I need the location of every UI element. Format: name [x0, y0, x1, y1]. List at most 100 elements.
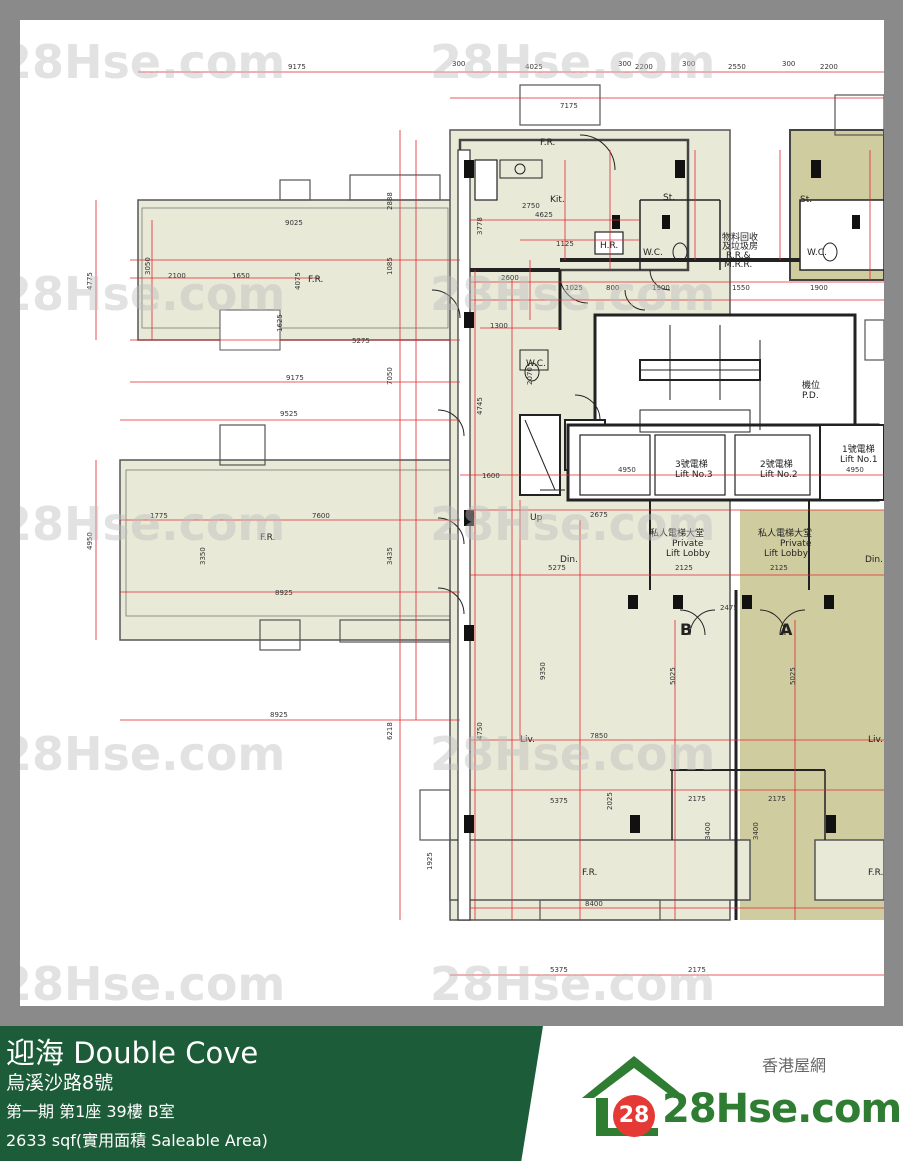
refuse-room-label-cn2: 及垃圾房	[722, 240, 758, 252]
dim-label: 300	[682, 60, 695, 68]
dim-label: 1775	[150, 512, 168, 520]
dim-label: 2175	[688, 795, 706, 803]
saleable-area: 2633 sqf(實用面積 Saleable Area)	[6, 1131, 268, 1150]
dim-label: 4775	[86, 272, 94, 290]
floor-fills	[119, 129, 884, 921]
watermark-text: 28Hse.com	[20, 497, 285, 551]
dim-label: 3350	[199, 547, 207, 565]
structural-columns	[464, 160, 860, 833]
dim-label: 2100	[168, 272, 186, 280]
listing-info-panel: 迎海 Double Cove 烏溪沙路8號 第一期 第1座 39樓 B室 263…	[0, 1026, 543, 1161]
dim-label: 1600	[482, 472, 500, 480]
dim-label: 4950	[846, 466, 864, 474]
estate-address: 烏溪沙路8號	[6, 1072, 114, 1094]
dim-label: 7050	[386, 367, 394, 385]
dim-label: 3400	[704, 822, 712, 840]
lift2-label-en: Lift No.2	[760, 470, 798, 480]
dim-label: 800	[606, 284, 619, 292]
dim-label: 2750	[522, 202, 540, 210]
dim-label: 9525	[280, 410, 298, 418]
wc-left-label: W.C.	[643, 248, 663, 258]
watermark-text: 28Hse.com	[430, 267, 715, 321]
dim-label: 9175	[288, 63, 306, 71]
dim-label: 7850	[590, 732, 608, 740]
fr-bottom-label: F.R.	[582, 868, 597, 878]
dim-label: 9175	[286, 374, 304, 382]
lift-lobby-b-cn: 私人電梯大堂	[650, 527, 704, 539]
door-swings	[431, 134, 806, 636]
dim-label: 2070	[526, 367, 534, 385]
dim-label: 3778	[476, 217, 484, 235]
dim-label: 1085	[386, 257, 394, 275]
unit-info: 第一期 第1座 39樓 B室	[6, 1102, 175, 1121]
dim-label: 300	[782, 60, 795, 68]
estate-name: 迎海 Double Cove	[6, 1036, 259, 1070]
dim-label: 2675	[590, 511, 608, 519]
logo-badge: 28	[613, 1095, 655, 1137]
dim-label: 4025	[525, 63, 543, 71]
pipe-duct-label-en: P.D.	[802, 391, 819, 401]
dim-label: 1900	[652, 284, 670, 292]
watermark-text: 28Hse.com	[430, 727, 715, 781]
dim-label: 4750	[476, 722, 484, 740]
listing-footer: 迎海 Double Cove 烏溪沙路8號 第一期 第1座 39樓 B室 263…	[0, 1026, 903, 1161]
dim-label: 8925	[270, 711, 288, 719]
dim-label: 3400	[752, 822, 760, 840]
lift2-label-cn: 2號電梯	[760, 458, 793, 470]
watermarks: 28Hse.com 28Hse.com 28Hse.com 28Hse.com …	[20, 35, 715, 1006]
fixtures	[499, 159, 838, 491]
dim-label: 5375	[550, 797, 568, 805]
lift-lobby-a-cn: 私人電梯大堂	[758, 527, 812, 539]
dim-label: 1025	[565, 284, 583, 292]
wc-lower-label: W.C.	[526, 359, 546, 369]
walls	[457, 149, 884, 921]
dim-label: 9350	[539, 662, 547, 680]
dim-label: 7600	[312, 512, 330, 520]
dim-label: 1300	[490, 322, 508, 330]
dim-label: 2550	[728, 63, 746, 71]
living-left-label: Liv.	[520, 735, 535, 745]
dim-label: 2125	[675, 564, 693, 572]
dim-label: 5025	[789, 667, 797, 685]
lift1-label-cn: 1號電梯	[842, 443, 875, 455]
living-right-label: Liv.	[868, 735, 883, 745]
dimension-lines	[95, 71, 884, 976]
lift3-label-en: Lift No.3	[675, 470, 713, 480]
lift-lobby-a-en1: Private	[780, 539, 812, 549]
lift-lobby-b-en2: Lift Lobby	[666, 549, 711, 559]
floor-plan-drawing: F.R. F.R. F.R. F.R. F.R. Kit. St. St. W.…	[20, 35, 884, 1006]
dim-label: 2175	[768, 795, 786, 803]
lift1-label-en: Lift No.1	[840, 455, 878, 465]
dimension-labels: 9175 300 4025 300 2200 300 2550 300 2200…	[86, 60, 864, 974]
lift-lobby-b-en1: Private	[672, 539, 704, 549]
dim-label: 300	[452, 60, 465, 68]
dim-label: 4950	[86, 532, 94, 550]
flat-b-letter: B	[680, 620, 692, 639]
dim-label: 8925	[275, 589, 293, 597]
refuse-room-label-en: R.R.&	[726, 251, 751, 261]
watermark-text: 28Hse.com	[20, 727, 285, 781]
dim-label: 2175	[688, 966, 706, 974]
kitchen-label: Kit.	[550, 195, 565, 205]
dim-label: 5275	[548, 564, 566, 572]
lift-lobby-a-en2: Lift Lobby	[764, 549, 809, 559]
watermark-text: 28Hse.com	[430, 497, 715, 551]
dim-label: 4950	[618, 466, 636, 474]
balconies-outline	[219, 84, 884, 921]
dim-label: 4075	[294, 272, 302, 290]
fr-mid-label: F.R.	[260, 533, 275, 543]
dim-label: 1925	[426, 852, 434, 870]
logo-text: 28Hse.com	[662, 1086, 902, 1132]
flat-a-letter: A	[780, 620, 793, 639]
hose-reel-label: H.R.	[600, 241, 618, 251]
dim-label: 1125	[556, 240, 574, 248]
dim-label: 300	[618, 60, 631, 68]
dim-label: 2025	[606, 792, 614, 810]
dim-label: 5025	[669, 667, 677, 685]
dim-label: 9025	[285, 219, 303, 227]
fr-top-label: F.R.	[308, 275, 323, 285]
floor-plan-sheet: F.R. F.R. F.R. F.R. F.R. Kit. St. St. W.…	[20, 20, 884, 1006]
site-logo[interactable]: 香港屋網 28 28Hse.com	[580, 1046, 902, 1146]
dim-label: 2888	[386, 192, 394, 210]
refuse-room-label-en2: M.R.R.	[724, 260, 752, 270]
